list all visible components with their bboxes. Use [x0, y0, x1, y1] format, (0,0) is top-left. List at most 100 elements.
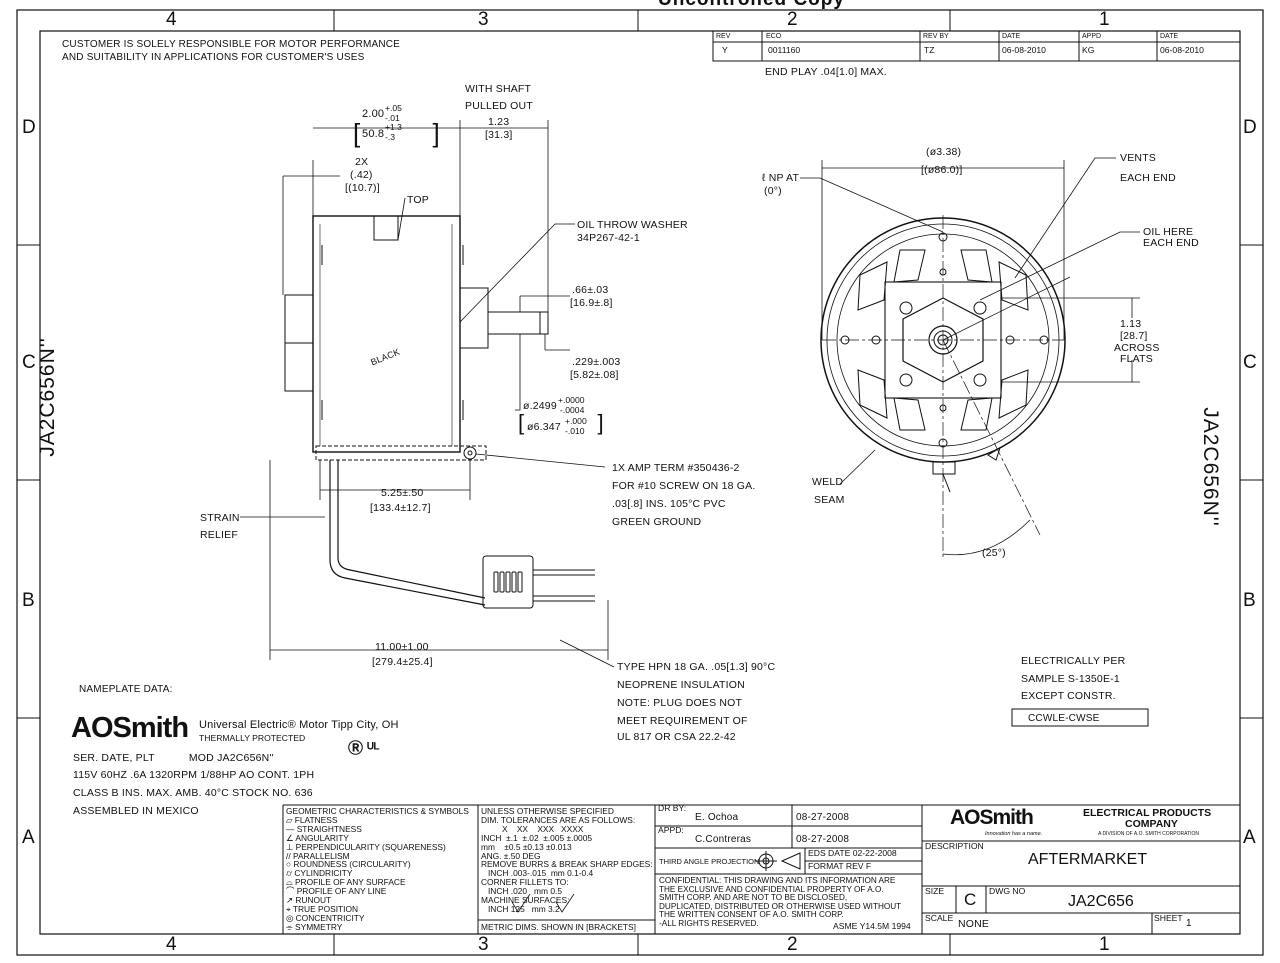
side-dimension-lines: [240, 120, 615, 668]
flat-length-mm: [16.9±.8]: [570, 297, 613, 309]
zone-top-1: 1: [1099, 9, 1110, 30]
customer-note-line2: AND SUITABILITY IN APPLICATIONS FOR CUST…: [62, 52, 365, 63]
body-length-mm-tol-minus: -.3: [385, 132, 396, 142]
two-x-dim: (.42): [350, 169, 373, 181]
vents-line1: VENTS: [1120, 152, 1157, 164]
rev-header-appd: APPD: [1082, 33, 1102, 40]
electrical-note-line1: ELECTRICALLY PER: [1021, 655, 1126, 667]
zone-left-A: A: [22, 827, 35, 848]
dr-by-label: DR BY:: [658, 803, 687, 813]
shaft-length: 1.23: [488, 116, 510, 128]
zone-left-D: D: [22, 117, 36, 138]
motor-side-view: [284, 215, 595, 609]
company-line2: COMPANY: [1125, 818, 1178, 830]
weld-seam-line2: SEAM: [814, 494, 845, 506]
appd-date: 08-27-2008: [796, 834, 850, 845]
nameplate-label: NAMEPLATE DATA:: [79, 684, 173, 695]
side-model-left: JA2C656N'': [35, 337, 59, 457]
scale-label: SCALE: [925, 913, 954, 923]
tolerance-notes: UNLESS OTHERWISE SPECIFIED DIM. TOLERANC…: [481, 806, 653, 932]
shaft-dia-mm: ø6.347: [527, 421, 561, 433]
title-logo: AOSmith: [950, 806, 1034, 830]
zone-bottom-4: 4: [166, 934, 177, 955]
nameplate-line2: 115V 60HZ .6A 1320RPM 1/88HP AO CONT. 1P…: [73, 769, 315, 781]
cord-length-mm: [279.4±25.4]: [372, 656, 433, 668]
size-value: C: [964, 890, 977, 909]
side-model-right: JA2C656N'': [1198, 407, 1222, 527]
revision-grid: [712, 30, 1241, 62]
body-length-mm: 50.8: [362, 128, 385, 140]
np-at-line2: (0°): [764, 185, 782, 197]
body-length: 2.00: [362, 108, 385, 120]
zone-left-C: C: [22, 352, 36, 373]
amp-term-line1: 1X AMP TERM #350436-2: [612, 462, 740, 474]
end-play-note: END PLAY .04[1.0] MAX.: [765, 66, 887, 78]
gdt-symbols: GEOMETRIC CHARACTERISTICS & SYMBOLS ⏥ FL…: [286, 806, 469, 932]
shaft-dia-tol-minus: -.0004: [560, 405, 585, 415]
across-flats-line1: 1.13: [1120, 318, 1142, 330]
zone-ticks: [17, 10, 1263, 955]
format-rev: FORMAT REV F: [808, 861, 872, 871]
body-length-brackets: [ ]: [353, 118, 440, 148]
rotation-box-frame: [1011, 708, 1149, 727]
dwg-no-label: DWG NO: [989, 886, 1026, 896]
rev-value-eco: 0011160: [768, 45, 801, 55]
division-note: A DIVISION OF A.O. SMITH CORPORATION: [1098, 831, 1200, 837]
shaft-dia: ø.2499: [523, 400, 557, 412]
appd-value: C.Contreras: [695, 834, 752, 845]
rev-value-rev: Y: [722, 45, 728, 55]
lead-length-mm: [133.4±12.7]: [370, 502, 431, 514]
description-value: AFTERMARKET: [1028, 851, 1148, 868]
nameplate-universal: Universal Electric® Motor Tipp City, OH: [199, 719, 399, 731]
zone-right-C: C: [1243, 352, 1257, 373]
cord-type-line5: UL 817 OR CSA 22.2-42: [617, 731, 736, 743]
description-label: DESCRIPTION: [925, 841, 984, 851]
asme-standard: ASME Y14.5M 1994: [833, 921, 911, 931]
flat-depth: .229±.003: [572, 356, 621, 368]
oil-here-line1: OIL HERE: [1143, 226, 1194, 238]
nameplate-line3: CLASS B INS. MAX. AMB. 40°C STOCK NO. 63…: [73, 787, 313, 799]
nameplate-line1: SER. DATE, PLT MOD JA2C656N'': [73, 752, 274, 764]
nameplate-ul-mark: Ⓡ ᵁᴸ: [348, 740, 380, 757]
zone-top-2: 2: [787, 9, 798, 30]
sheet-value: 1: [1186, 918, 1192, 929]
outer-border: [16, 9, 1264, 956]
body-length-mm-tol-plus: +1.3: [385, 122, 402, 132]
appd-label: APPD:: [658, 825, 684, 835]
zone-top-3: 3: [478, 9, 489, 30]
rev-value-date: 06-08-2010: [1002, 45, 1046, 55]
amp-term-line2: FOR #10 SCREW ON 18 GA.: [612, 480, 756, 492]
rotation-box: CCWLE-CWSE: [1028, 713, 1100, 724]
diameter-dim-mm: [(ø86.0)]: [921, 164, 963, 176]
rev-header-rev: REV: [716, 33, 731, 40]
sheet-label: SHEET: [1154, 913, 1183, 923]
title-block-grid: [282, 804, 1240, 934]
cord-type-line1: TYPE HPN 18 GA. .05[1.3] 90°C: [617, 661, 776, 673]
dr-by-date: 08-27-2008: [796, 812, 850, 823]
diameter-dim: (ø3.38): [926, 146, 962, 158]
rev-header-eco: ECO: [766, 33, 782, 40]
uncontrolled-copy-stamp: Uncontrolled Copy: [658, 0, 845, 11]
zone-right-D: D: [1243, 117, 1257, 138]
shaft-pulled-line1: WITH SHAFT: [465, 83, 532, 95]
rev-header-revby: REV BY: [923, 33, 949, 40]
shaft-dia-mm-tol-minus: -.010: [565, 426, 585, 436]
eds-date: EDS DATE 02-22-2008: [808, 848, 897, 858]
across-flats-line3: ACROSS: [1114, 342, 1160, 354]
across-flats-line4: FLATS: [1120, 353, 1153, 365]
scale-value: NONE: [958, 918, 990, 930]
rev-value-revby: TZ: [924, 45, 935, 55]
projection-label: THIRD ANGLE PROJECTION: [659, 857, 760, 866]
motor-end-view: [800, 157, 1140, 560]
rev-header-date2: DATE: [1160, 33, 1179, 40]
lead-length: 5.25±.50: [381, 487, 424, 499]
vents-line2: EACH END: [1120, 172, 1176, 184]
nameplate-protected: THERMALLY PROTECTED: [199, 733, 306, 743]
strain-relief-line2: RELIEF: [200, 529, 238, 541]
company-line1: ELECTRICAL PRODUCTS: [1083, 807, 1212, 819]
title-tagline: Innovation has a name.: [985, 831, 1043, 837]
nameplate-logo-text: AOSmith: [71, 712, 189, 744]
zone-right-B: B: [1243, 590, 1256, 611]
zone-bottom-1: 1: [1099, 934, 1110, 955]
cord-type-line2: NEOPRENE INSULATION: [617, 679, 745, 691]
